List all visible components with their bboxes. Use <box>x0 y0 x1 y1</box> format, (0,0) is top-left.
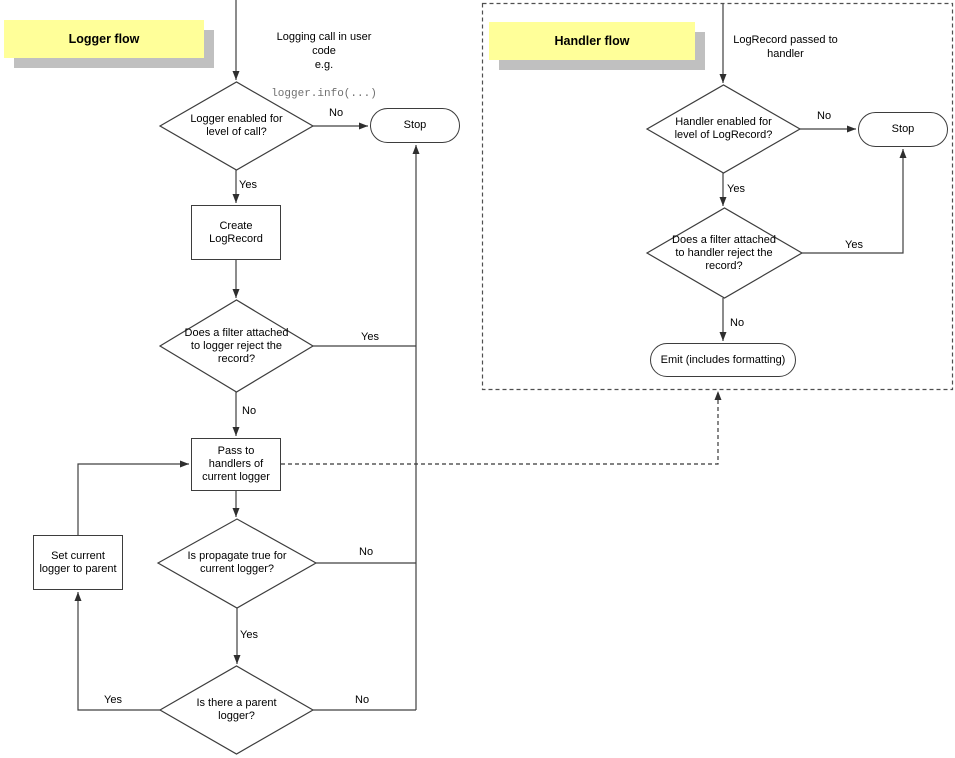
edge-label-propagate-yes: Yes <box>240 629 258 641</box>
decision-handler-filter-shape <box>645 207 804 299</box>
stop-node-handler: Stop <box>858 112 948 147</box>
decision-parent-shape <box>158 665 315 755</box>
edge-label-logger-enabled-yes: Yes <box>239 179 257 191</box>
edge-parent-yes <box>74 592 160 711</box>
edge-setparent-loop-to-pass <box>77 460 189 535</box>
edge-label-parent-no: No <box>355 694 370 706</box>
decision-propagate-shape <box>156 518 318 609</box>
edge-pass-to-handler-flow <box>281 391 722 465</box>
emit-node: Emit (includes formatting) <box>650 343 796 377</box>
stop-node-logger: Stop <box>370 108 460 143</box>
create-logrecord-node: Create LogRecord <box>191 205 281 260</box>
edge-label-handler-filter-yes: Yes <box>845 239 863 251</box>
handler-flow-title-note: Handler flow <box>489 22 695 60</box>
pass-to-handlers-node: Pass to handlers of current logger <box>191 438 281 491</box>
logger-entry-annotation: Logging call in user code e.g. logger.in… <box>244 16 404 115</box>
set-current-logger-node: Set current logger to parent <box>33 535 123 590</box>
edge-handler-filter-yes <box>802 149 907 254</box>
logger-flow-title-note: Logger flow <box>4 20 204 58</box>
handler-flow-title: Handler flow <box>554 34 630 48</box>
edge-label-handler-enabled-yes: Yes <box>727 183 745 195</box>
decision-logger-filter-shape <box>158 299 315 393</box>
edge-label-logger-filter-yes: Yes <box>361 331 379 343</box>
edge-label-logger-enabled-no: No <box>329 107 344 119</box>
edge-label-handler-enabled-no: No <box>817 110 832 122</box>
decision-logger-enabled-shape <box>158 81 315 171</box>
edge-label-logger-filter-no: No <box>242 405 257 417</box>
handler-flow-boundary <box>481 2 954 391</box>
logger-entry-code: logger.info(...) <box>271 88 377 100</box>
decision-handler-enabled-shape <box>645 84 802 174</box>
logger-entry-text: Logging call in user code e.g. <box>276 31 372 71</box>
edge-label-propagate-no: No <box>359 546 374 558</box>
handler-entry-annotation: LogRecord passed to handler <box>733 34 838 60</box>
edge-label-handler-filter-no: No <box>730 317 745 329</box>
edge-label-parent-yes: Yes <box>104 694 122 706</box>
logger-flow-title: Logger flow <box>68 32 140 46</box>
